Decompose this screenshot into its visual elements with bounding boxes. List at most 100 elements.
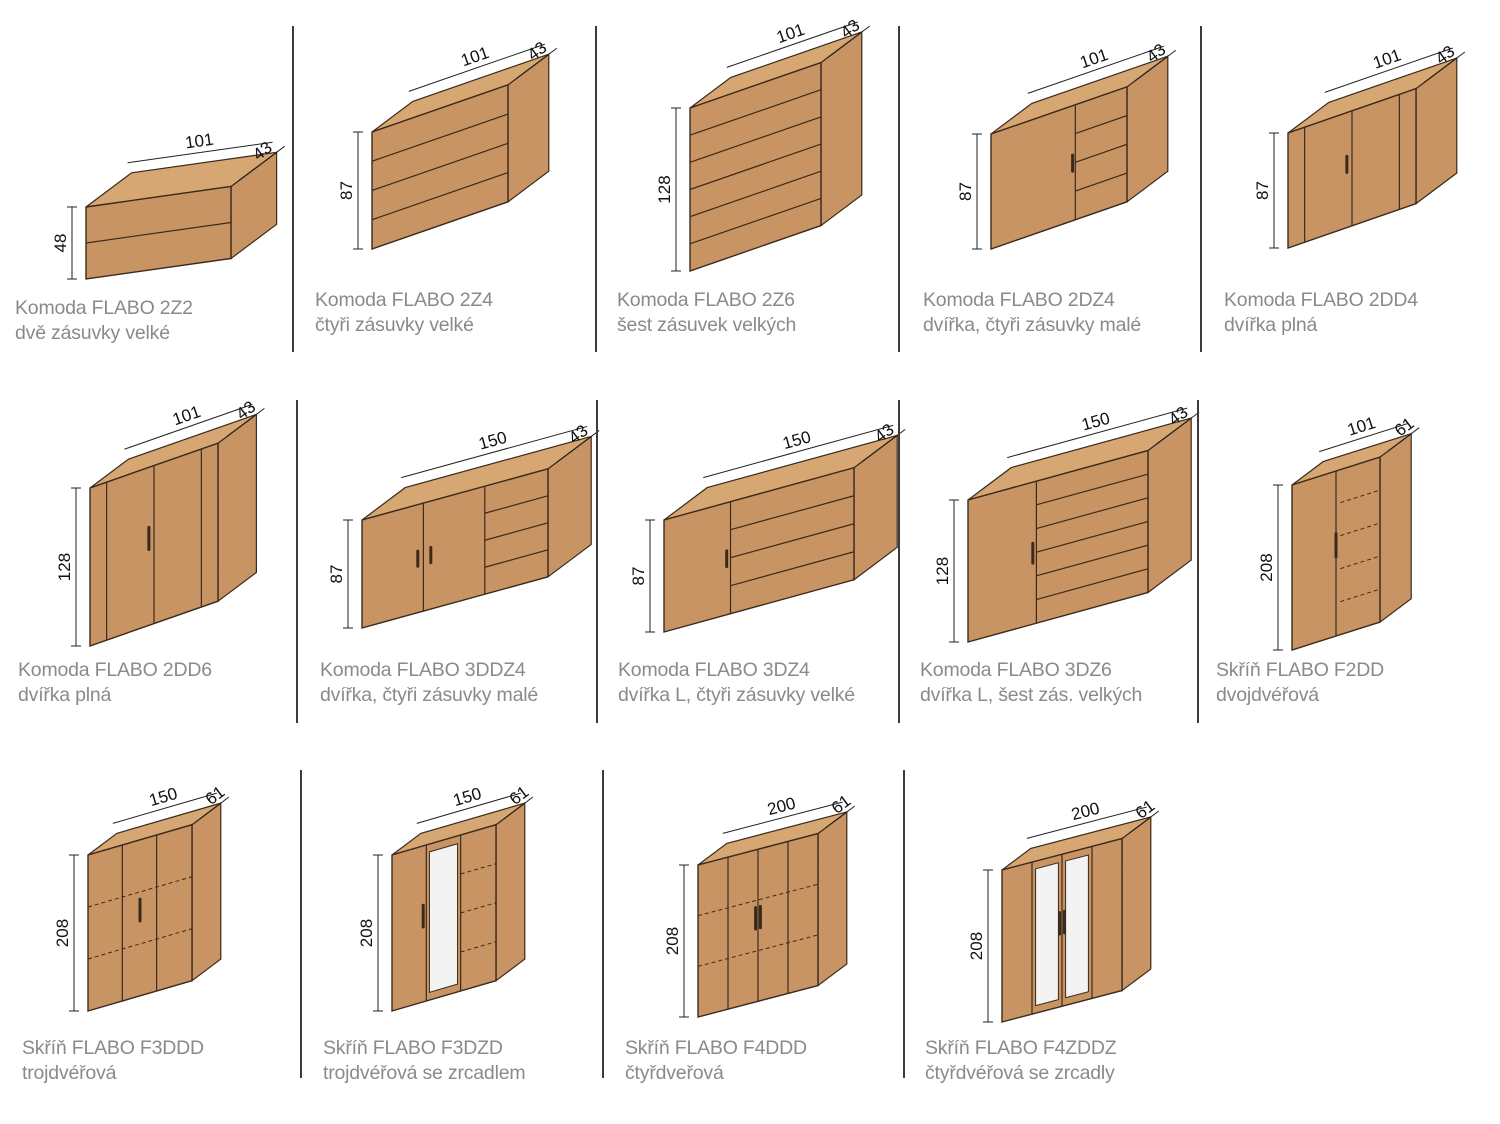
depth-label: 61: [202, 782, 229, 809]
item-name: Komoda FLABO 2Z6: [617, 289, 795, 311]
drawer-line: [689, 89, 822, 136]
cabinet-side: [191, 801, 222, 982]
drawer-line: [1036, 473, 1149, 506]
item-description: trojdvéřová: [22, 1062, 117, 1084]
depth-label: 61: [1391, 414, 1418, 441]
item-description: dvířka L, šest zás. velkých: [920, 684, 1143, 706]
drawer-line: [1036, 520, 1149, 553]
drawer-line: [689, 143, 822, 191]
item-description: čtyřdveřová: [625, 1062, 724, 1084]
item-description: dvojdvéřová: [1216, 684, 1319, 706]
column-divider: [898, 400, 900, 723]
height-label: 128: [55, 553, 74, 581]
drawer-line: [371, 172, 509, 221]
height-label: 87: [629, 567, 648, 586]
depth-dimension-line: [825, 805, 856, 828]
drawer-line: [689, 197, 822, 245]
height-label: 87: [1253, 181, 1272, 200]
depth-label: 61: [1132, 796, 1159, 823]
item-name: Skříň FLABO F4DDD: [625, 1037, 807, 1059]
column-divider: [602, 770, 604, 1078]
height-label: 87: [327, 565, 346, 584]
item-caption: Komoda FLABO 2DD6 dvířka plná: [18, 658, 212, 708]
cabinet-front: [990, 85, 1128, 250]
depth-dimension-line: [503, 796, 534, 820]
shelf-line: [460, 941, 497, 953]
width-dimension-line: [1319, 423, 1408, 453]
width-dimension-line: [1026, 806, 1147, 839]
height-label: 208: [967, 932, 986, 960]
item-description: dvířka, čtyři zásuvky malé: [923, 314, 1142, 336]
width-label: 101: [170, 402, 203, 429]
cabinet-side: [1379, 432, 1412, 624]
height-label: 208: [357, 919, 376, 947]
item-name: Komoda FLABO 2Z2: [15, 297, 193, 319]
drawer-line: [1036, 497, 1149, 530]
column-divider: [596, 400, 598, 723]
depth-label: 61: [506, 782, 533, 809]
drawer-line: [689, 116, 822, 163]
drawer-line: [484, 522, 549, 541]
drawer-line: [371, 142, 509, 192]
width-dimension-line: [1027, 45, 1164, 94]
width-label: 150: [451, 784, 484, 810]
drawer-line: [371, 113, 509, 162]
depth-dimension-line: [555, 430, 600, 464]
drawer-line: [730, 523, 855, 559]
cabinet-side: [495, 801, 526, 982]
item-description: dvířka plná: [1224, 314, 1318, 336]
width-dimension-line: [726, 21, 858, 68]
drawer-line: [484, 495, 549, 514]
mirror-panel: [428, 843, 459, 993]
item-name: Komoda FLABO 2DD6: [18, 659, 212, 681]
width-dimension-line: [1324, 47, 1453, 93]
furniture-drawing: 208 150 61: [357, 782, 534, 1012]
width-dimension-line: [127, 141, 273, 164]
item-description: čtyřdvéřová se zrcadly: [925, 1062, 1115, 1084]
mirror-panel: [1035, 862, 1059, 1007]
height-label: 87: [337, 181, 356, 200]
drawer-line: [1036, 568, 1149, 601]
drawer-line: [1075, 143, 1128, 163]
width-label: 101: [1370, 45, 1403, 72]
depth-dimension-line: [1129, 810, 1160, 833]
drawer-line: [484, 549, 549, 568]
column-divider: [595, 26, 597, 352]
drawer-line: [85, 221, 232, 244]
item-description: trojdvéřová se zrcadlem: [323, 1062, 526, 1084]
item-description: dvířka plná: [18, 684, 112, 706]
width-label: 150: [147, 784, 180, 810]
depth-dimension-line: [238, 145, 285, 181]
column-divider: [1197, 400, 1199, 723]
width-label: 101: [774, 20, 807, 47]
cabinet-side: [817, 810, 848, 987]
width-dimension-line: [124, 403, 253, 450]
drawer-line: [1036, 544, 1149, 577]
width-dimension-line: [416, 792, 521, 824]
drawer-line: [1075, 115, 1128, 135]
drawer-line: [730, 495, 855, 531]
cabinet-side: [1121, 815, 1152, 992]
cabinet-side: [217, 413, 257, 603]
item-description: dvě zásuvky velké: [15, 322, 170, 344]
